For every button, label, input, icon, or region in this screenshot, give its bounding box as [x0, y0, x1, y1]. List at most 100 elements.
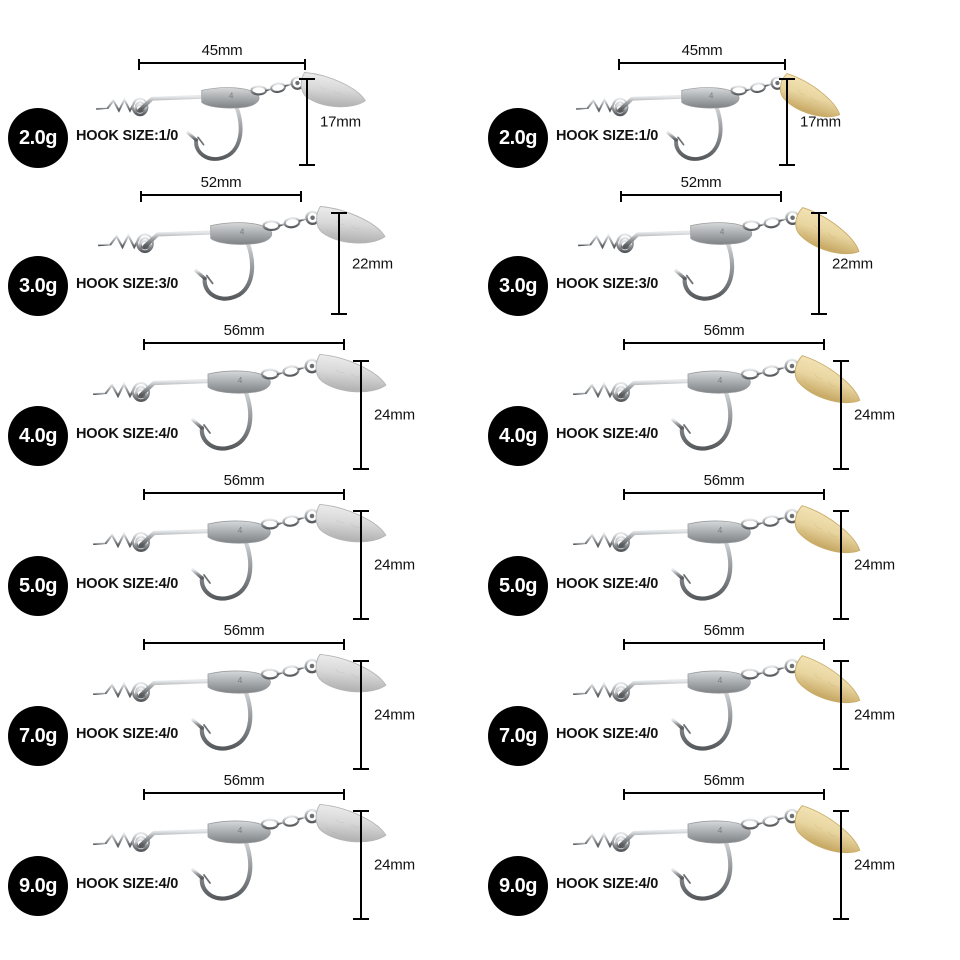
weight-badge: 7.0g — [8, 706, 68, 766]
product-spec-cell-silver-3-0g: 3.0g HOOK SIZE:3/0 52mm 22mm — [0, 168, 480, 318]
length-dimension: 56mm — [623, 472, 825, 500]
weight-badge: 2.0g — [488, 108, 548, 168]
height-dimension: 24mm — [830, 510, 895, 620]
length-dimension: 56mm — [143, 772, 345, 800]
hook-size-label: HOOK SIZE:4/0 — [76, 576, 179, 592]
hook-shank — [138, 378, 213, 398]
hook-size-label: HOOK SIZE:4/0 — [556, 576, 659, 592]
lure-illustration: 4 — [572, 654, 872, 774]
weighted-body: 4 — [690, 222, 753, 245]
hook-size-label: HOOK SIZE:4/0 — [556, 876, 659, 892]
length-dimension-line — [623, 792, 825, 794]
length-dimension-line — [143, 792, 345, 794]
hook-barb — [203, 424, 211, 434]
hook-barb — [683, 424, 691, 434]
body-size-marking: 4 — [718, 675, 723, 685]
swivel-assembly — [740, 815, 787, 830]
height-dimension-label: 24mm — [374, 856, 415, 874]
height-dimension-line — [786, 78, 788, 166]
hook-point — [671, 718, 684, 730]
hook-bend — [194, 97, 243, 161]
hook-barb — [197, 136, 205, 146]
product-spec-cell-silver-2-0g: 2.0g HOOK SIZE:1/0 45mm 17mm — [0, 20, 480, 170]
height-dimension-line — [840, 660, 842, 770]
product-spec-cell-gold-2-0g: 2.0g HOOK SIZE:1/0 45mm 17mm — [480, 20, 960, 170]
height-dimension: 22mm — [328, 212, 393, 315]
weighted-body: 4 — [201, 87, 260, 109]
body-size-marking: 4 — [240, 226, 245, 236]
swivel-assembly — [260, 815, 307, 830]
weighted-body: 4 — [681, 87, 740, 109]
weight-badge: 9.0g — [8, 856, 68, 916]
lure-illustration: 4 — [92, 503, 392, 624]
lure-diagram: 4 — [572, 505, 861, 601]
weight-badge-label: 5.0g — [18, 574, 58, 597]
corkscrew-bait-keeper — [577, 233, 634, 254]
corkscrew-bait-keeper — [575, 97, 629, 117]
hook-shank — [138, 828, 213, 848]
hook-bend — [199, 831, 253, 901]
product-spec-cell-gold-3-0g: 3.0g HOOK SIZE:3/0 52mm 22mm — [480, 168, 960, 318]
length-dimension: 52mm — [140, 174, 302, 202]
lure-diagram: 4 — [577, 207, 860, 301]
product-spec-cell-silver-7-0g: 7.0g HOOK SIZE:4/0 56mm 24mm — [0, 618, 480, 770]
height-dimension: 24mm — [350, 660, 415, 770]
hook-shank — [142, 230, 215, 249]
weight-badge-label: 3.0g — [498, 274, 538, 297]
lure-diagram: 4 — [575, 73, 841, 161]
weighted-body: 4 — [207, 370, 271, 394]
length-dimension-line — [623, 642, 825, 644]
lure-illustration: 4 — [572, 354, 872, 474]
corkscrew-bait-keeper — [95, 97, 149, 117]
hook-barb — [677, 136, 685, 146]
hook-bend — [199, 681, 253, 751]
height-dimension-label: 17mm — [320, 113, 361, 131]
lure-illustration: 4 — [95, 71, 371, 182]
height-dimension: 24mm — [830, 810, 895, 920]
lure-illustration: 4 — [575, 72, 851, 182]
length-dimension-label: 52mm — [620, 174, 782, 191]
body-size-marking: 4 — [238, 675, 243, 685]
body-size-marking: 4 — [238, 525, 243, 535]
lure-diagram: 4 — [572, 805, 861, 901]
height-dimension-line — [360, 660, 362, 770]
length-dimension-line — [620, 194, 782, 196]
lure-illustration: 4 — [97, 205, 391, 324]
weight-badge: 3.0g — [488, 256, 548, 316]
height-dimension: 24mm — [350, 810, 415, 920]
length-dimension-label: 56mm — [143, 772, 345, 789]
weight-badge-label: 2.0g — [18, 126, 58, 149]
body-size-marking: 4 — [238, 825, 243, 835]
body-size-marking: 4 — [238, 375, 243, 385]
height-dimension-line — [306, 78, 308, 166]
hook-point — [671, 568, 684, 580]
hook-bend — [679, 531, 733, 601]
height-dimension: 17mm — [296, 78, 361, 166]
corkscrew-bait-keeper — [572, 381, 631, 403]
length-dimension-line — [143, 642, 345, 644]
hook-point — [666, 131, 678, 142]
hook-bend — [199, 381, 253, 451]
length-dimension: 52mm — [620, 174, 782, 202]
weight-badge-label: 7.0g — [18, 724, 58, 747]
swivel-assembly — [730, 82, 772, 96]
hook-size-label: HOOK SIZE:4/0 — [76, 726, 179, 742]
spinner-blade — [315, 653, 387, 693]
length-dimension-line — [623, 492, 825, 494]
hook-barb — [685, 274, 694, 285]
length-dimension: 56mm — [623, 322, 825, 350]
spinner-blade — [316, 205, 386, 244]
hook-size-label: HOOK SIZE:3/0 — [556, 276, 659, 292]
hook-size-label: HOOK SIZE:4/0 — [556, 426, 659, 442]
height-dimension-label: 24mm — [854, 406, 895, 424]
hook-size-label: HOOK SIZE:4/0 — [76, 426, 179, 442]
lure-diagram: 4 — [92, 353, 387, 451]
height-dimension: 24mm — [350, 360, 415, 470]
hook-shank — [138, 528, 213, 548]
hook-bend — [679, 831, 733, 901]
hook-shank — [618, 828, 693, 848]
height-dimension-line — [818, 212, 820, 315]
hook-size-label: HOOK SIZE:4/0 — [76, 876, 179, 892]
height-dimension: 17mm — [776, 78, 841, 166]
